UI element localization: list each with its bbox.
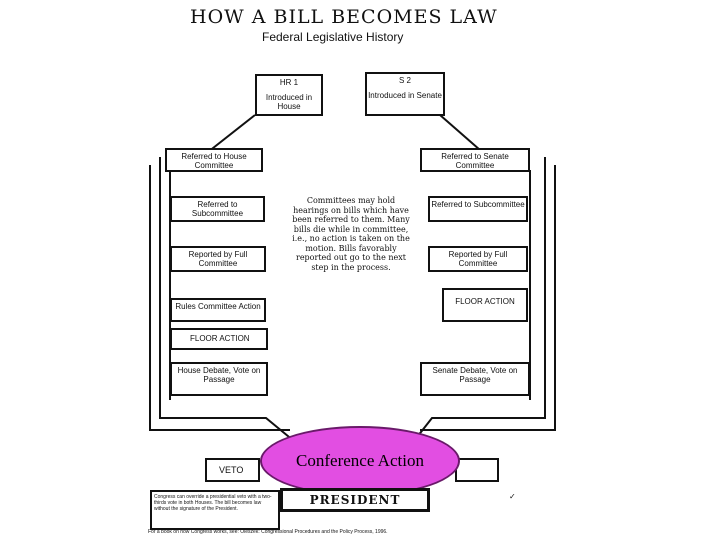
senate-outer-line-2 bbox=[420, 165, 556, 431]
s2-code: S 2 bbox=[398, 76, 411, 85]
senate-outer-line bbox=[409, 157, 546, 447]
senate-floor-box: FLOOR ACTION bbox=[442, 288, 528, 322]
committee-note: Committees may hold hearings on bills wh… bbox=[292, 196, 410, 272]
house-outer-line-2 bbox=[149, 165, 290, 431]
senate-subcommittee-box: Referred to Subcommittee bbox=[428, 196, 528, 222]
house-debate-box: House Debate, Vote on Passage bbox=[170, 362, 268, 396]
footer-citation: For a book on how Congress works, see: O… bbox=[148, 529, 388, 535]
check-mark-icon: ✓ bbox=[509, 492, 516, 501]
connector-s-to-committee bbox=[439, 114, 481, 151]
hr1-box: HR 1 Introduced in House bbox=[255, 74, 323, 116]
s2-text: Introduced in Senate bbox=[368, 91, 442, 100]
veto-override-note: Congress can override a presidential vet… bbox=[150, 490, 280, 530]
veto-box: VETO bbox=[205, 458, 260, 482]
conference-action-ellipse: Conference Action bbox=[260, 426, 460, 496]
senate-committee-box: Referred to Senate Committee bbox=[420, 148, 530, 172]
hr1-text: Introduced in House bbox=[265, 93, 313, 111]
right-result-box bbox=[455, 458, 499, 482]
hr1-code: HR 1 bbox=[279, 78, 299, 87]
page-title: HOW A BILL BECOMES LAW bbox=[190, 6, 498, 28]
senate-debate-box: Senate Debate, Vote on Passage bbox=[420, 362, 530, 396]
house-rules-box: Rules Committee Action bbox=[170, 298, 266, 322]
senate-reported-box: Reported by Full Committee bbox=[428, 246, 528, 272]
house-outer-line bbox=[159, 157, 301, 447]
president-box: PRESIDENT bbox=[280, 488, 430, 512]
page-subtitle: Federal Legislative History bbox=[262, 30, 404, 44]
house-subcommittee-box: Referred to Subcommittee bbox=[170, 196, 265, 222]
house-reported-box: Reported by Full Committee bbox=[170, 246, 266, 272]
house-floor-box: FLOOR ACTION bbox=[170, 328, 268, 350]
house-committee-box: Referred to House Committee bbox=[165, 148, 263, 172]
s2-box: S 2 Introduced in Senate bbox=[365, 72, 445, 116]
connector-hr-to-committee bbox=[207, 114, 256, 153]
